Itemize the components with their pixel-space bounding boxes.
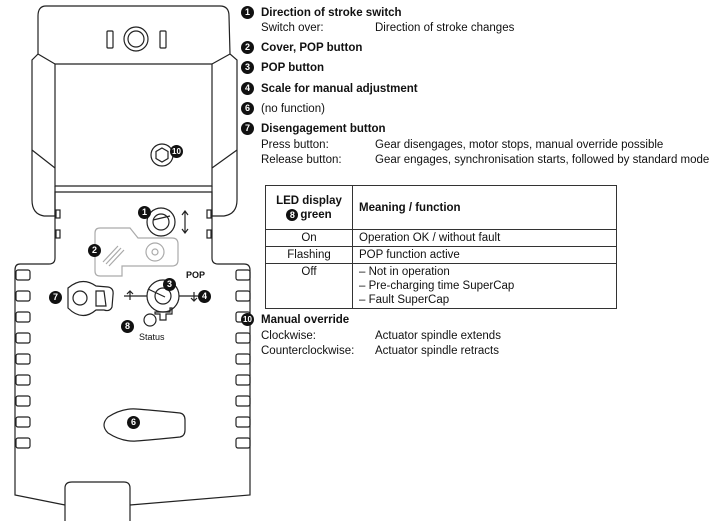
- lower-housing: [14, 186, 251, 521]
- legend-value: Direction of stroke changes: [375, 22, 515, 34]
- pop-cover: [94, 227, 179, 277]
- cell-meaning: – Not in operation – Pre-charging time Su…: [352, 263, 617, 309]
- cell-state: Flashing: [265, 246, 353, 264]
- no-function-knob: [103, 408, 186, 442]
- disengagement-button[interactable]: [67, 280, 114, 317]
- table-row: Off – Not in operation – Pre-charging time…: [265, 263, 617, 309]
- meaning-line: – Pre-charging time SuperCap: [359, 280, 515, 292]
- legend-title: Scale for manual adjustment: [261, 83, 418, 95]
- vent-slot-left: [15, 332, 31, 344]
- vent-slot-right: [235, 374, 251, 386]
- legend-badge: 2: [241, 41, 254, 54]
- vent-slot-left: [15, 437, 31, 449]
- vent-slot-right: [235, 332, 251, 344]
- legend-key: Counterclockwise:: [261, 345, 355, 357]
- cell-meaning: Operation OK / without fault: [352, 229, 617, 247]
- legend-badge: 7: [241, 122, 254, 135]
- callout-2: 2: [88, 244, 101, 257]
- led-badge: 8: [286, 208, 299, 221]
- header-meaning: Meaning / function: [352, 185, 617, 230]
- header-line: LED display: [276, 194, 342, 207]
- vent-slot-left: [15, 395, 31, 407]
- vent-slot-left: [15, 311, 31, 323]
- legend-badge: 6: [241, 102, 254, 115]
- meaning-line: – Not in operation: [359, 266, 450, 278]
- legend-key: Clockwise:: [261, 330, 316, 342]
- legend-title: POP button: [261, 62, 325, 74]
- legend-title: Direction of stroke switch: [261, 7, 402, 19]
- legend-title: Manual override: [261, 314, 350, 326]
- upper-housing: [31, 5, 238, 217]
- status-label: Status: [139, 332, 165, 342]
- vent-slot-right: [235, 437, 251, 449]
- vent-slot-left: [15, 416, 31, 428]
- header-line: green: [300, 208, 332, 221]
- legend-value: Actuator spindle extends: [375, 330, 501, 342]
- status-led: [143, 313, 157, 327]
- cell-state: Off: [265, 263, 353, 309]
- legend-key: Press button:: [261, 139, 329, 151]
- legend-key: Switch over:: [261, 22, 324, 34]
- legend-value: Gear disengages, motor stops, manual ove…: [375, 139, 664, 151]
- legend-value: Gear engages, synchronisation starts, fo…: [375, 154, 710, 166]
- vent-slot-left: [15, 290, 31, 302]
- vent-slot-left: [15, 269, 31, 281]
- callout-10: 10: [170, 145, 183, 158]
- direction-switch[interactable]: [146, 207, 189, 237]
- callout-8: 8: [121, 320, 134, 333]
- vent-slot-left: [15, 353, 31, 365]
- callout-1: 1: [138, 206, 151, 219]
- legend-title: Disengagement button: [261, 123, 386, 135]
- pop-label: POP: [186, 270, 206, 280]
- callout-4: 4: [198, 290, 211, 303]
- cell-meaning: POP function active: [352, 246, 617, 264]
- callout-6: 6: [127, 416, 140, 429]
- legend-value: Actuator spindle retracts: [375, 345, 500, 357]
- legend-key: Release button:: [261, 154, 342, 166]
- legend-title: (no function): [261, 103, 325, 115]
- legend-badge: 4: [241, 82, 254, 95]
- vent-slot-right: [235, 416, 251, 428]
- pop-button[interactable]: [124, 279, 198, 321]
- vent-slot-right: [235, 269, 251, 281]
- legend-title: Cover, POP button: [261, 42, 363, 54]
- gear-icon: [123, 26, 149, 52]
- manual-override-hex[interactable]: [150, 143, 174, 167]
- legend-badge: 1: [241, 6, 254, 19]
- vent-slot-right: [235, 395, 251, 407]
- legend-badge: 10: [241, 313, 254, 326]
- callout-3: 3: [163, 278, 176, 291]
- cell-state: On: [265, 229, 353, 247]
- callout-7: 7: [49, 291, 62, 304]
- vent-slot-right: [235, 353, 251, 365]
- meaning-line: – Fault SuperCap: [359, 294, 450, 306]
- vent-slot-left: [15, 374, 31, 386]
- legend-badge: 3: [241, 61, 254, 74]
- vent-slot-right: [235, 290, 251, 302]
